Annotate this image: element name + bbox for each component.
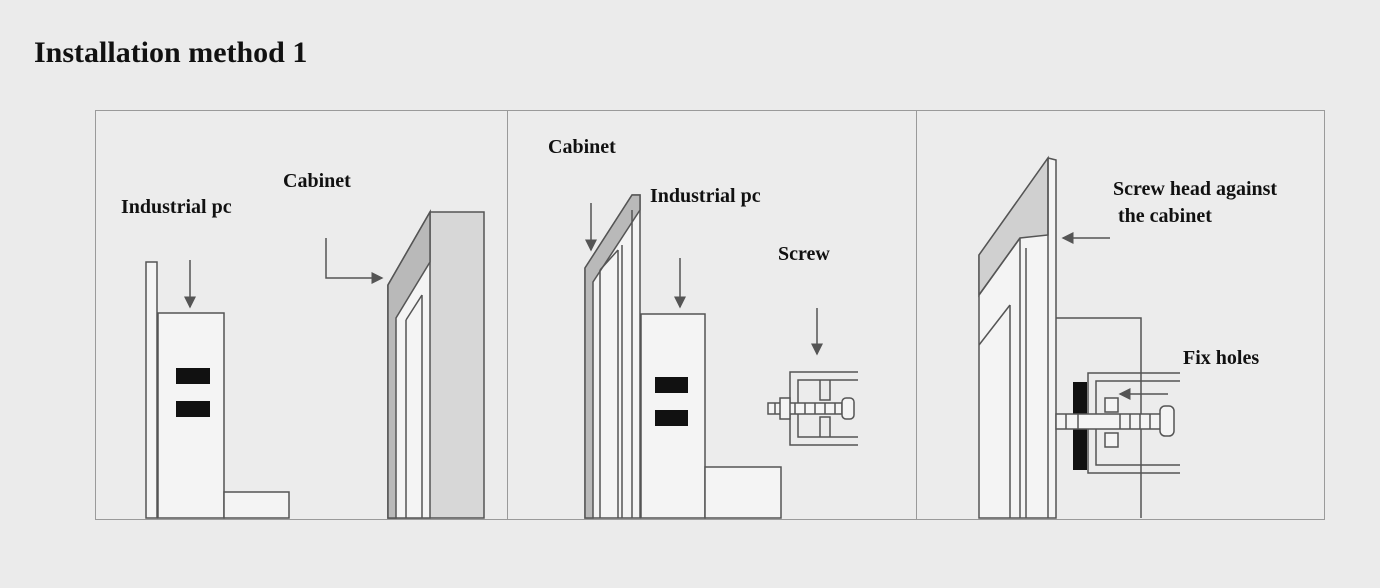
- label-fix-holes: Fix holes: [1183, 347, 1260, 369]
- port-icon: [655, 377, 688, 393]
- port-icon: [176, 401, 210, 417]
- port-icon: [176, 368, 210, 384]
- panel-1-drawing: [145, 209, 485, 519]
- label-cabinet: Cabinet: [283, 170, 351, 192]
- panel-2-drawing: [584, 194, 858, 519]
- page-title: Installation method 1: [34, 36, 308, 69]
- label-screw: Screw: [778, 243, 830, 265]
- screw-icon: [1055, 372, 1180, 474]
- label-screw-head: Screw head against: [1113, 178, 1278, 200]
- port-icon: [655, 410, 688, 426]
- label-industrial-pc: Industrial pc: [650, 185, 761, 207]
- panel-divider: [916, 111, 917, 519]
- panel-3-drawing: [978, 155, 1180, 519]
- panel-divider: [507, 111, 508, 519]
- screw-icon: [767, 371, 858, 446]
- installation-diagram: [95, 110, 1325, 520]
- label-cabinet: Cabinet: [548, 136, 616, 158]
- label-industrial-pc: Industrial pc: [121, 196, 232, 218]
- label-screw-head-line2: the cabinet: [1118, 205, 1212, 227]
